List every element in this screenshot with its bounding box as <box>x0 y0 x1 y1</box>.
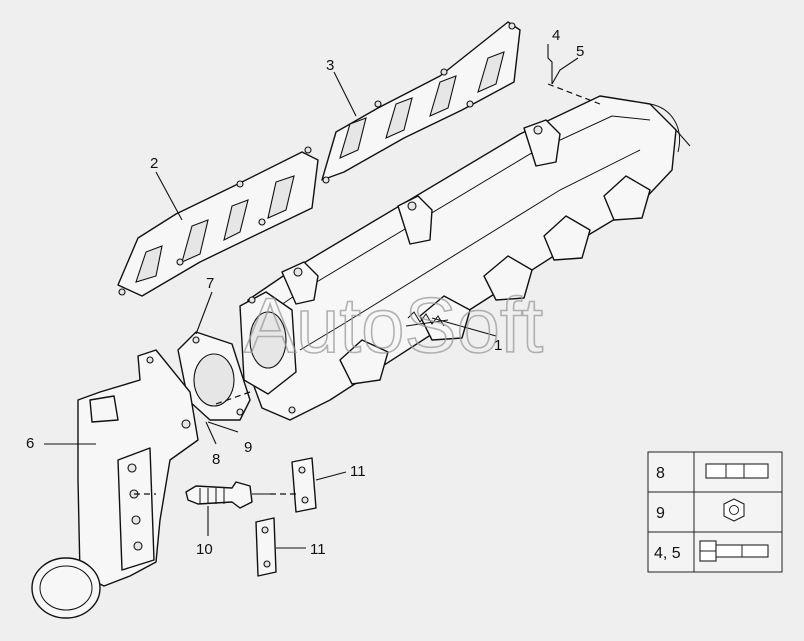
gasket-left <box>117 146 319 297</box>
legend-row-nut <box>647 491 783 533</box>
callout-9: 9 <box>244 439 252 456</box>
exhaust-pipe <box>31 349 199 619</box>
flange-gasket <box>177 331 251 421</box>
legend-label-4-5: 4, 5 <box>654 545 681 562</box>
legend-label-8: 8 <box>656 465 665 482</box>
leader-lines <box>44 44 579 549</box>
callout-1: 1 <box>494 337 502 354</box>
watermark: AutoSoft <box>244 281 544 369</box>
callouts: 1 2 3 4 5 6 7 8 9 10 11 11 <box>26 27 584 558</box>
callout-6: 6 <box>26 435 34 452</box>
callout-8: 8 <box>212 451 220 468</box>
callout-10: 10 <box>196 541 213 558</box>
fastener-legend: 8 9 4, 5 <box>647 451 783 573</box>
callout-4: 4 <box>552 27 560 44</box>
callout-5: 5 <box>576 43 584 60</box>
clamp-plate-lower <box>255 517 277 577</box>
alignment-line <box>215 391 251 405</box>
legend-label-9: 9 <box>656 505 665 522</box>
callout-11-upper: 11 <box>350 463 366 480</box>
stud-icon <box>705 463 769 479</box>
clamp-plate-upper <box>291 457 317 513</box>
bolt-icon <box>699 540 769 562</box>
nut-icon <box>723 498 745 522</box>
callout-2: 2 <box>150 155 158 172</box>
callout-3: 3 <box>326 57 334 74</box>
temperature-sensor <box>185 481 270 509</box>
exhaust-manifold <box>239 95 691 421</box>
gasket-right <box>321 21 521 184</box>
callout-11-lower: 11 <box>310 541 326 558</box>
callout-7: 7 <box>206 275 214 292</box>
